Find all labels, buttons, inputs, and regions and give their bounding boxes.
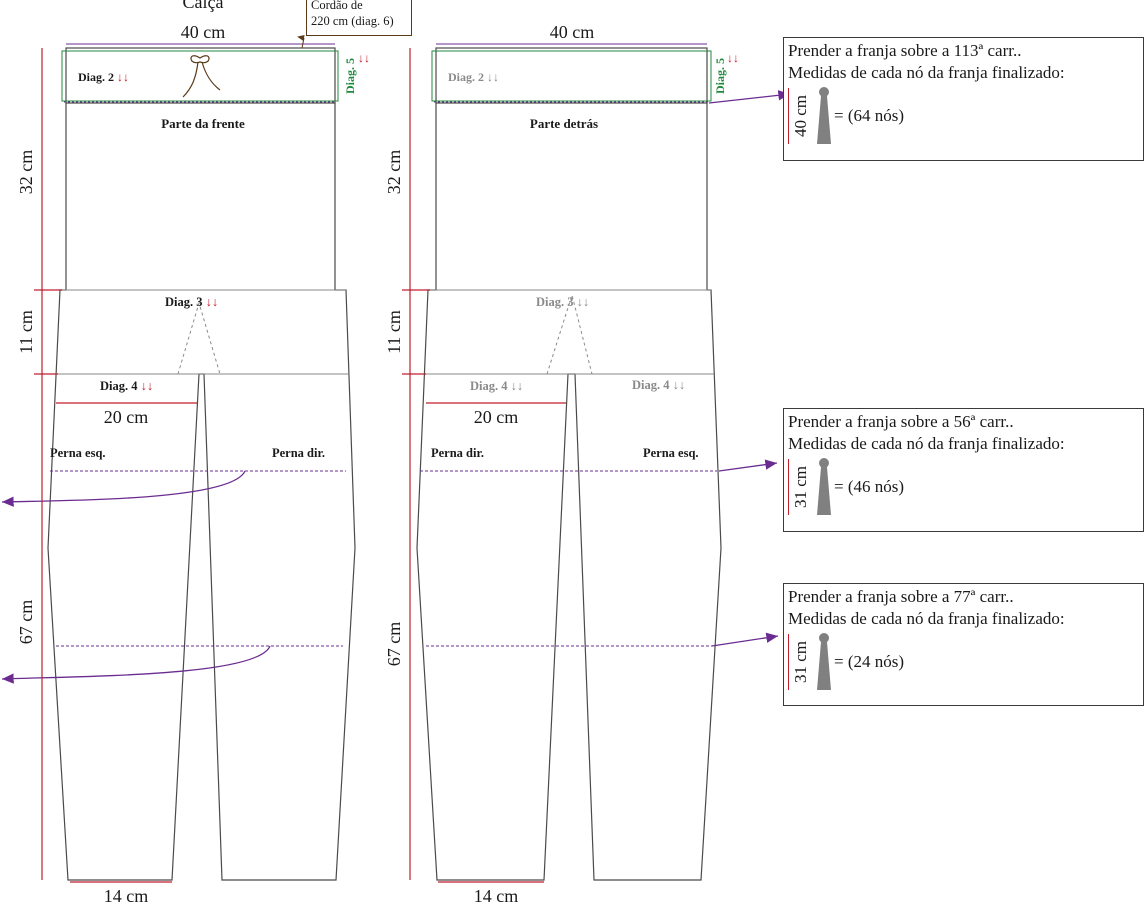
back-diag4-right-label: Diag. 4 ↓↓ xyxy=(632,378,685,392)
front-hem-label: 14 cm xyxy=(104,886,149,906)
back-outline xyxy=(416,103,722,881)
front-height1-label: 32 cm xyxy=(16,150,36,195)
fringe-box-2-length: 31 cm xyxy=(788,459,812,515)
fringe-box-1-line1: Prender a franja sobre a 113ª carr.. xyxy=(788,41,1022,60)
fringe-box-1-length: 40 cm xyxy=(788,88,812,144)
front-height3-label: 67 cm xyxy=(16,600,36,645)
back-arrow-2 xyxy=(718,459,778,472)
drawstring-bow-icon xyxy=(182,55,221,98)
tassel-icon xyxy=(817,458,831,515)
fringe-box-3-line1: Prender a franja sobre a 77ª carr.. xyxy=(788,587,1014,606)
back-hem-label: 14 cm xyxy=(474,886,519,906)
back-arrow-3 xyxy=(711,632,779,647)
front-part-label: Parte da frente xyxy=(161,116,245,131)
cord-note-line1: Cordão de xyxy=(311,0,363,12)
front-crotch-width-label: 20 cm xyxy=(104,407,149,427)
fringe-box-2-knots: = (46 nós) xyxy=(834,477,905,496)
back-piece xyxy=(402,43,791,883)
front-waistband xyxy=(65,47,336,104)
back-diag3-label: Diag. 3 ↓↓ xyxy=(536,295,589,309)
front-left-leg-label: Perna esq. xyxy=(50,446,106,460)
front-width-label: 40 cm xyxy=(181,22,226,42)
fringe-box-1-knots: = (64 nós) xyxy=(834,106,905,125)
back-diag2-label: Diag. 2 ↓↓ xyxy=(448,70,499,84)
back-width-label: 40 cm xyxy=(550,22,595,42)
front-diag3-label: Diag. 3 ↓↓ xyxy=(165,295,218,309)
back-waistband-green xyxy=(431,50,712,102)
fringe-box-1: Prender a franja sobre a 113ª carr.. Med… xyxy=(783,37,1144,161)
cord-note: Cordão de 220 cm (diag. 6) xyxy=(306,0,412,36)
tassel-icon xyxy=(817,633,831,690)
back-diag5-arrows: ↓↓ xyxy=(727,51,739,65)
tassel-icon xyxy=(817,87,831,144)
page-title: Calça xyxy=(183,0,224,12)
front-arrow-1 xyxy=(1,470,246,507)
back-height1-label: 32 cm xyxy=(384,150,404,195)
fringe-box-3: Prender a franja sobre a 77ª carr.. Medi… xyxy=(783,583,1144,706)
fringe-box-2: Prender a franja sobre a 56ª carr.. Medi… xyxy=(783,408,1144,532)
back-part-label: Parte detrás xyxy=(530,116,598,131)
front-arrow-2 xyxy=(1,645,271,684)
cord-note-line2: 220 cm (diag. 6) xyxy=(311,14,394,28)
fringe-box-2-line2: Medidas de cada nó da franja finalizado: xyxy=(788,434,1065,453)
fringe-box-3-length: 31 cm xyxy=(788,634,812,690)
back-height2-label: 11 cm xyxy=(384,310,404,354)
front-height2-label: 11 cm xyxy=(16,310,36,354)
front-outline xyxy=(47,103,356,881)
front-diag4-label: Diag. 4 ↓↓ xyxy=(100,379,153,393)
back-left-leg-label: Perna dir. xyxy=(431,446,484,460)
back-right-leg-label: Perna esq. xyxy=(643,446,699,460)
back-height3-label: 67 cm xyxy=(384,622,404,667)
front-diag5-label: Diag. 5 xyxy=(343,58,357,94)
front-diag5-arrows: ↓↓ xyxy=(358,51,370,65)
fringe-box-2-line1: Prender a franja sobre a 56ª carr.. xyxy=(788,412,1014,431)
front-piece xyxy=(1,35,356,883)
fringe-box-3-knots: = (24 nós) xyxy=(834,652,905,671)
back-arrow-1 xyxy=(708,90,791,104)
back-diag5-label: Diag. 5 xyxy=(713,58,727,94)
back-crotch-width-label: 20 cm xyxy=(474,407,519,427)
front-waistband-green xyxy=(61,50,339,102)
fringe-box-1-line2: Medidas de cada nó da franja finalizado: xyxy=(788,63,1065,82)
fringe-box-3-line2: Medidas de cada nó da franja finalizado: xyxy=(788,609,1065,628)
front-diag2-label: Diag. 2 ↓↓ xyxy=(78,70,129,84)
back-diag4-left-label: Diag. 4 ↓↓ xyxy=(470,379,523,393)
back-waistband xyxy=(435,47,708,104)
front-right-leg-label: Perna dir. xyxy=(272,446,325,460)
front-crotch-dash xyxy=(177,301,221,375)
